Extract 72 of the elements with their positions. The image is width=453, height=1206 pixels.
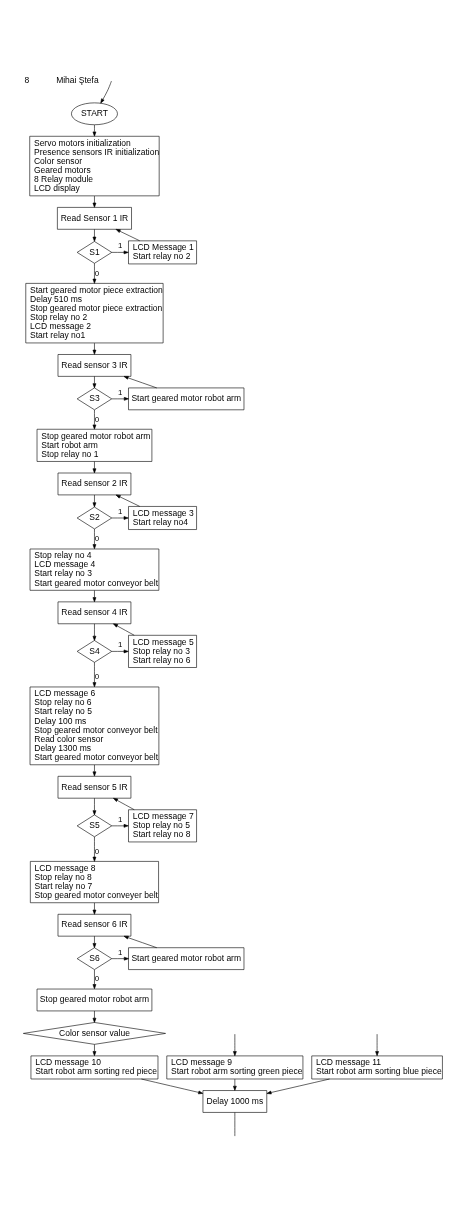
node-box: Stop relay no 4 LCD message 4 Start relay no 3 Start geared motor conveyor belt (29, 548, 160, 591)
arrow (92, 902, 97, 915)
node-box: Start geared motor robot arm (128, 947, 245, 970)
arrow (92, 494, 97, 508)
arrow (92, 124, 97, 137)
node-box: LCD message 7 Stop relay no 5 Start relay no 8 (128, 809, 197, 843)
node-box: Read Sensor 1 IR (57, 207, 132, 230)
arrow (233, 1033, 237, 1057)
arrow (113, 797, 135, 810)
arrow (375, 1033, 379, 1057)
arrow (92, 1044, 97, 1057)
node-diamond: S2 (76, 506, 113, 530)
node-box: Servo motors initialization Presence sensors IR initialization Color sensor Geared motors 8 Relay module LCD display (29, 136, 160, 197)
node-box: Stop geared motor robot arm Start robot arm Stop relay no 1 (36, 428, 153, 462)
arrow (92, 461, 97, 474)
arrow (92, 969, 97, 990)
arrow (123, 376, 158, 389)
node-box: LCD message 6 Stop relay no 6 Start relay no 5 Delay 100 ms Stop geared motor conveyor belt Read color sensor Delay 1300 ms Start geared motor conveyor belt (29, 686, 160, 766)
label: 8 (24, 74, 30, 85)
node-ellipse: START (71, 102, 118, 126)
arrow (92, 528, 97, 550)
node-diamond: S3 (76, 387, 113, 411)
arrow (92, 797, 97, 816)
node-box: Read sensor 2 IR (57, 472, 132, 496)
arrow (92, 342, 97, 355)
node-box: LCD message 11 Start robot arm sorting blue piece (311, 1055, 443, 1080)
node-box: LCD message 5 Stop relay no 3 Start relay no 6 (128, 635, 197, 668)
arrow (92, 590, 97, 603)
node-diamond: S5 (76, 814, 113, 838)
node-box: Delay 1000 ms (202, 1090, 268, 1113)
arrow (233, 1078, 237, 1091)
arrow (92, 409, 97, 430)
arrow (92, 662, 97, 688)
node-diamond: S4 (76, 640, 113, 663)
node-box: LCD message 9 Start robot arm sorting green piece (166, 1055, 304, 1080)
arrow (123, 935, 158, 948)
arrow (115, 229, 141, 242)
node-box: LCD message 10 Start robot arm sorting red piece (30, 1055, 159, 1080)
node-box: Start geared motor piece extraction Delay 510 ms Stop geared motor piece extraction Stop relay no 2 LCD message 2 Start relay no1 (25, 283, 164, 344)
node-box: Read sensor 6 IR (57, 913, 132, 937)
node-box: Read sensor 4 IR (57, 601, 132, 625)
node-box: LCD message 3 Start relay no4 (128, 506, 197, 530)
arrow (92, 229, 97, 242)
arrow (100, 80, 112, 104)
arrow (111, 397, 129, 401)
arrow (92, 836, 97, 862)
arrow (141, 1078, 204, 1095)
arrow (111, 649, 129, 654)
arrow (115, 494, 141, 507)
arrow (92, 376, 97, 389)
arrow (92, 195, 97, 208)
arrow (111, 516, 129, 520)
node-box: Stop geared motor robot arm (36, 988, 153, 1012)
node-box: LCD message 8 Stop relay no 8 Start relay no 7 Stop geared motor conveyer belt (30, 861, 159, 904)
arrow (92, 263, 97, 284)
arrow (266, 1078, 330, 1095)
arrow (111, 824, 129, 828)
node-diamond: S1 (76, 241, 113, 264)
arrow (111, 956, 129, 961)
node-box: Start geared motor robot arm (128, 387, 245, 411)
label: Mihai Ştefa (56, 74, 99, 85)
arrow (92, 764, 97, 777)
node-box: Read sensor 5 IR (57, 776, 132, 799)
arrow (92, 623, 97, 641)
node-diamond: Color sensor value (23, 1022, 166, 1045)
arrow (111, 250, 129, 255)
arrow (92, 935, 97, 948)
arrow (113, 623, 135, 636)
node-box: LCD Message 1 Start relay no 2 (128, 240, 197, 265)
node-diamond: S6 (76, 947, 113, 970)
arrow (92, 1010, 97, 1023)
node-box: Read sensor 3 IR (57, 354, 132, 377)
